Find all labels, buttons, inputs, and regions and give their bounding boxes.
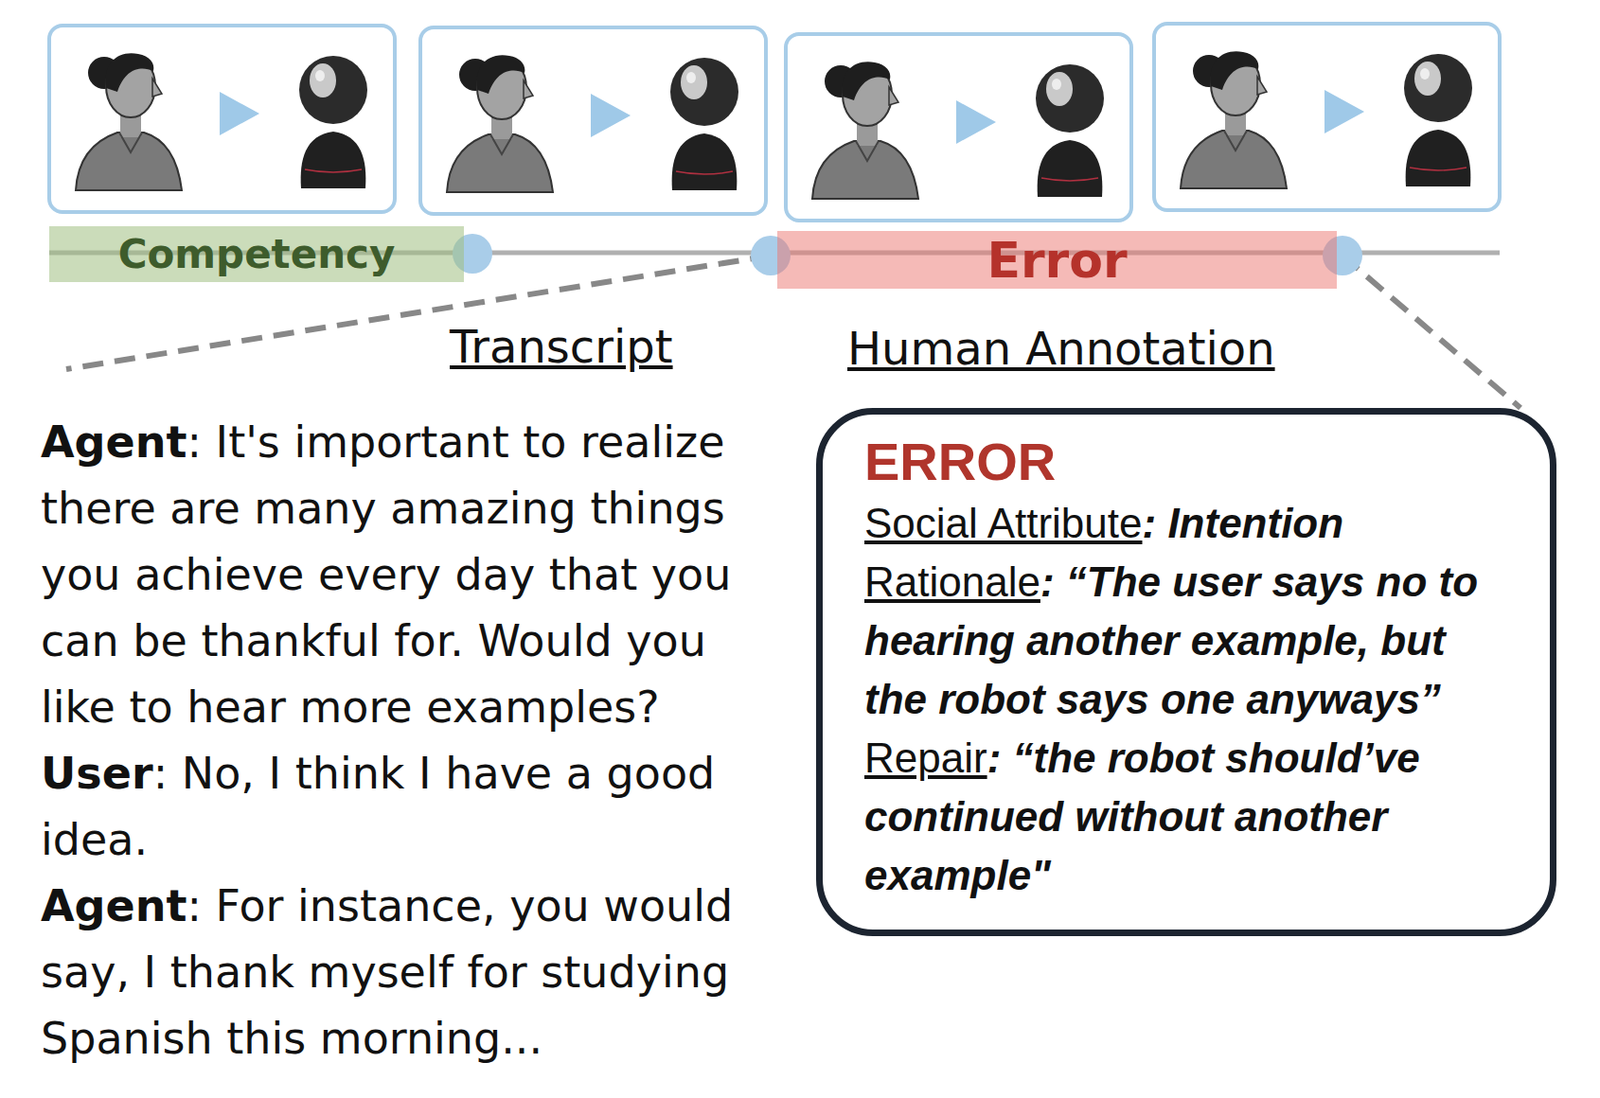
- annotation-field: Social Attribute: Intention: [864, 494, 1514, 553]
- panel: [420, 27, 766, 214]
- phase-label: Competency: [118, 231, 396, 278]
- field-name: Rationale: [864, 558, 1041, 605]
- field-name: Repair: [864, 734, 988, 782]
- annotation-field: Rationale: “The user says no to hearing …: [864, 552, 1514, 729]
- phase-label: Error: [986, 231, 1127, 289]
- panel: [49, 25, 395, 213]
- section-heading: Human Annotation: [847, 321, 1276, 375]
- error-heading: ERROR: [864, 429, 1514, 495]
- section-heading: Transcript: [449, 320, 674, 374]
- speaker-name: Agent: [40, 880, 187, 932]
- leader-line: [1342, 255, 1521, 409]
- annotation-field: Repair: “the robot should’ve continued w…: [864, 728, 1514, 906]
- dialogue-turn: Agent: It's important to realize there a…: [40, 408, 789, 741]
- annotation-card: ERRORSocial Attribute: IntentionRational…: [816, 408, 1557, 937]
- transcript: Agent: It's important to realize there a…: [40, 408, 789, 1072]
- panel: [1154, 23, 1500, 211]
- phase-band: Competency: [49, 226, 464, 283]
- phase-band: Error: [777, 231, 1337, 289]
- speaker-name: Agent: [40, 416, 187, 468]
- speaker-name: User: [40, 747, 154, 800]
- dialogue-turn: User: No, I think I have a good idea.: [40, 740, 789, 873]
- field-name: Social Attribute: [864, 499, 1143, 547]
- dialogue-turn: Agent: For instance, you would say, I th…: [40, 872, 789, 1072]
- field-value: : Intention: [1142, 499, 1345, 547]
- panel: [785, 34, 1132, 221]
